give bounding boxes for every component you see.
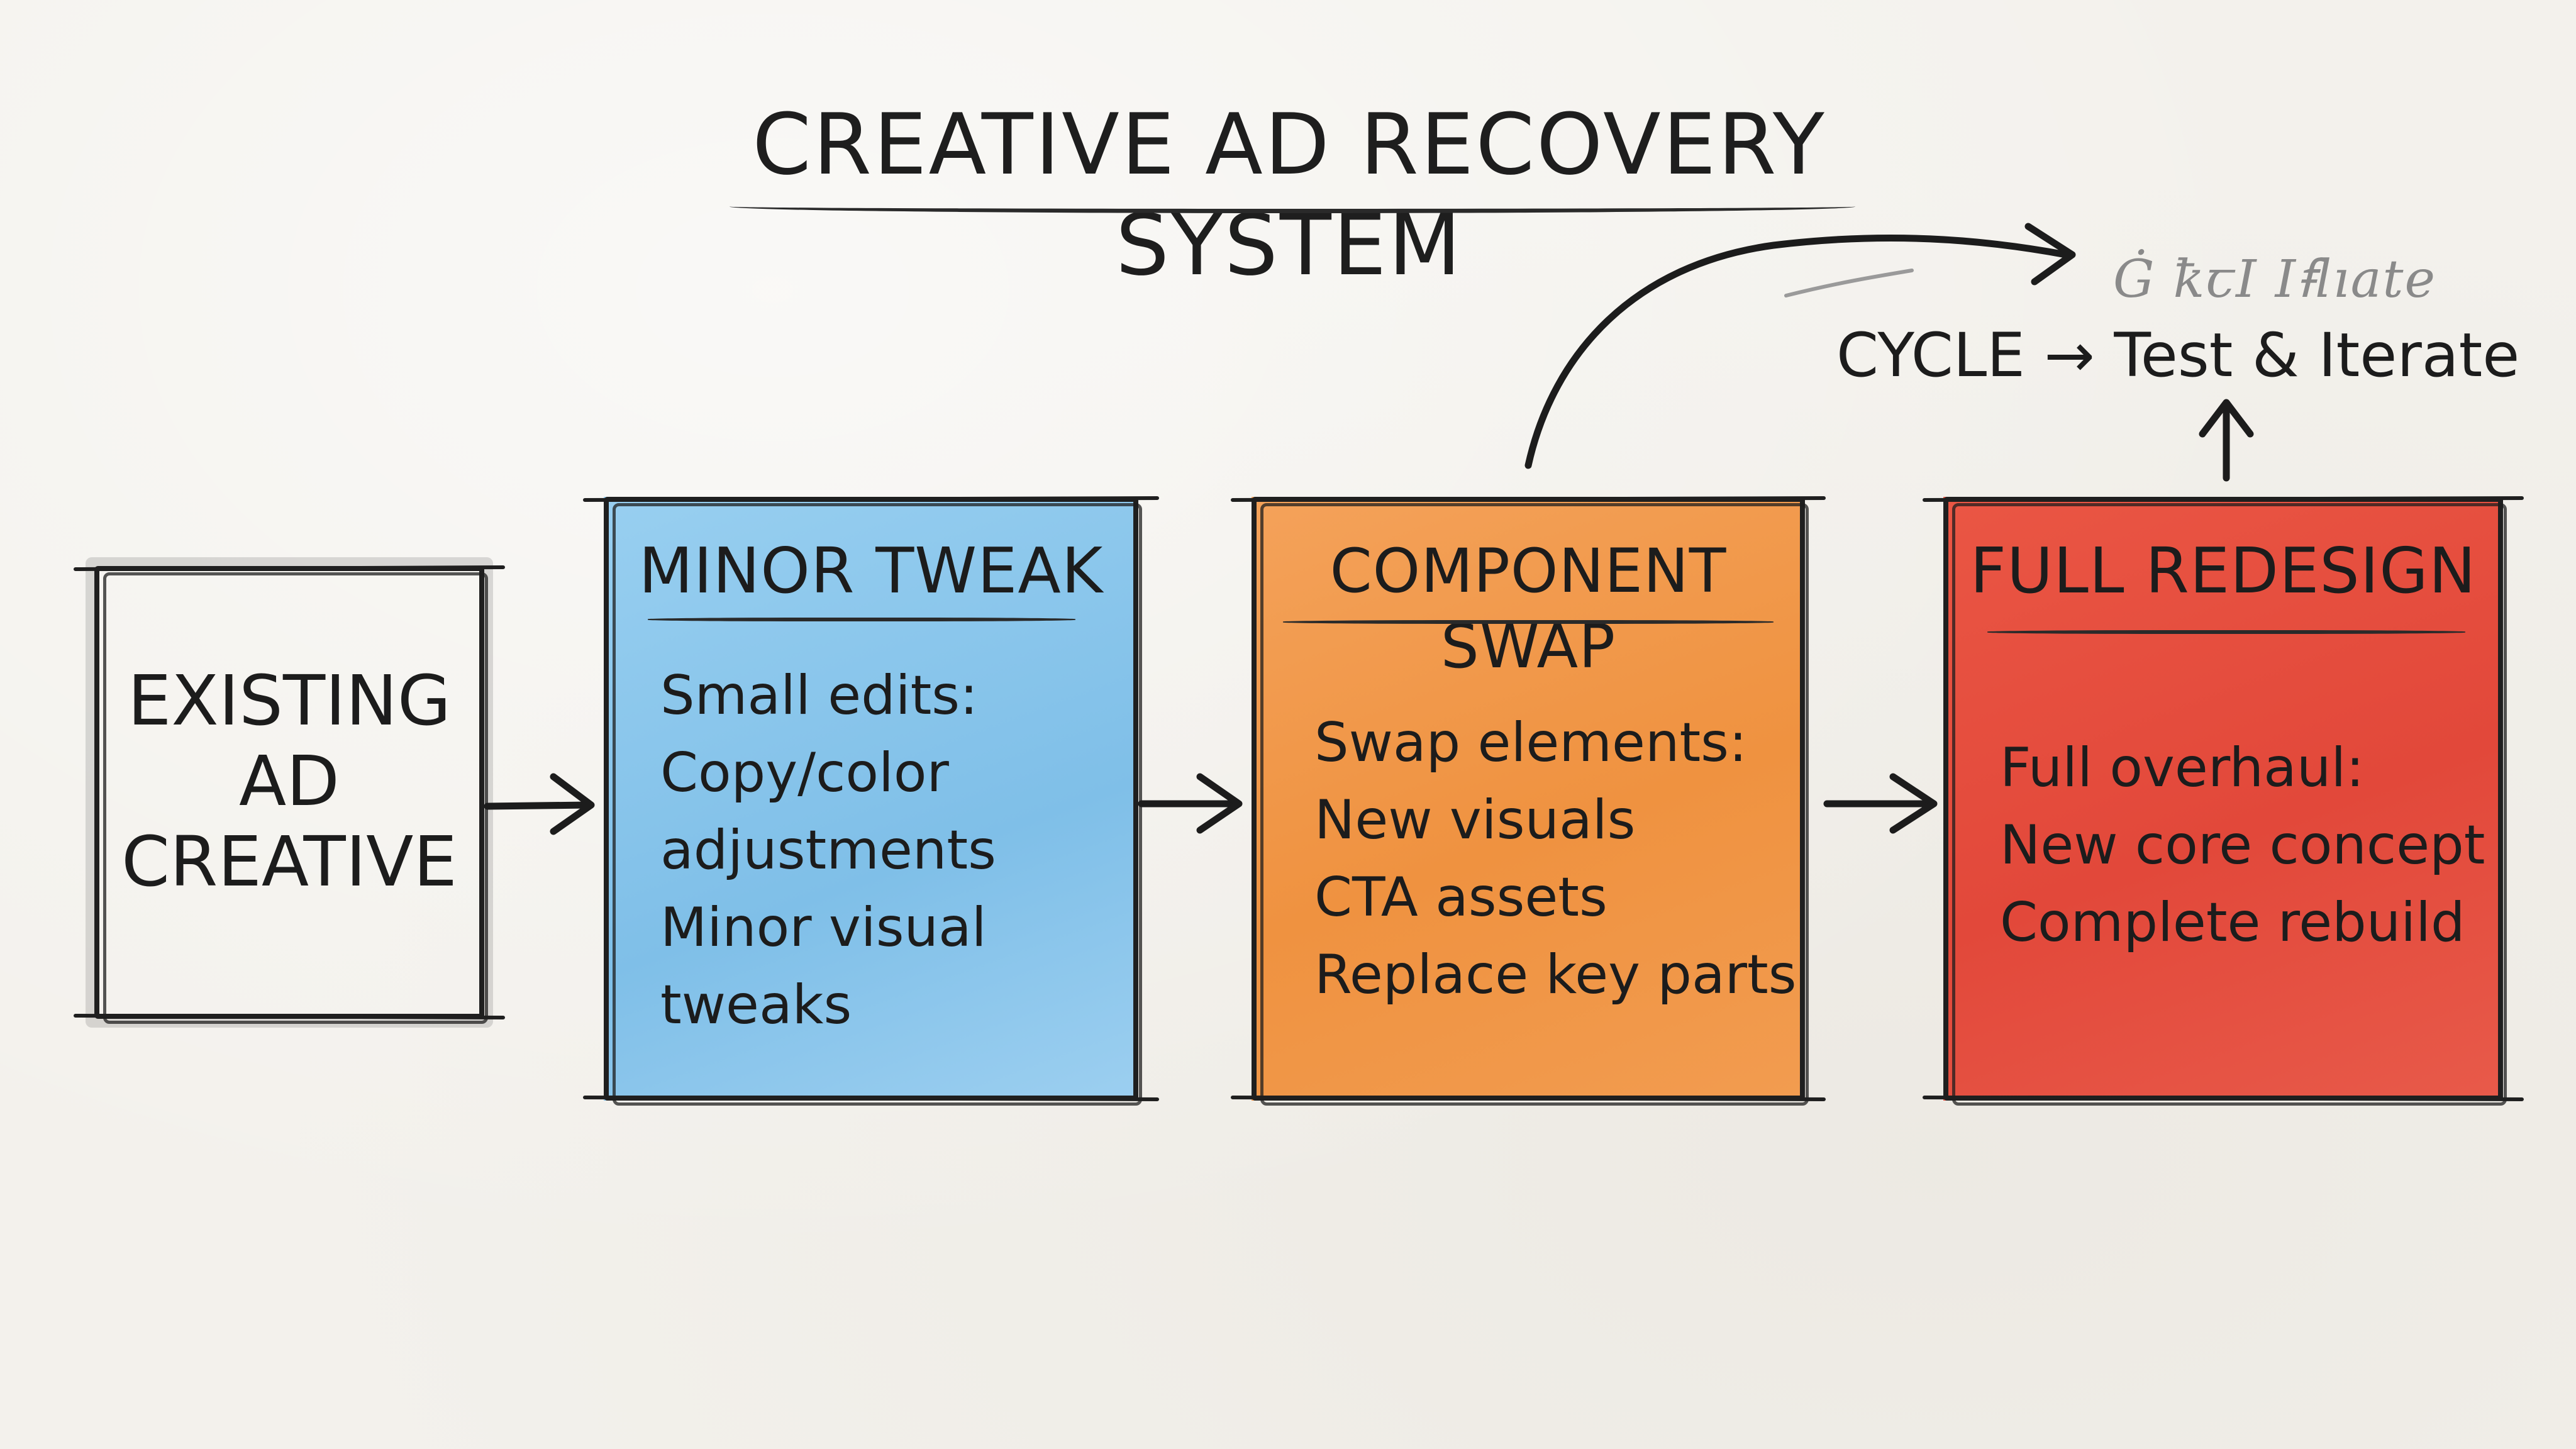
sketch-tick bbox=[583, 1096, 1159, 1101]
sketch-tick bbox=[1923, 1096, 2524, 1101]
full-redesign-box: FULL REDESIGN Full overhaul: New core co… bbox=[1943, 497, 2507, 1106]
component-box-fill bbox=[1252, 497, 1805, 1101]
existing-label-line: AD bbox=[239, 741, 340, 821]
full-body-line: Complete rebuild bbox=[2000, 891, 2465, 954]
arrow-curve-to-cycle-head bbox=[2024, 223, 2076, 286]
minor-box-heading: MINOR TWEAK bbox=[638, 534, 1104, 608]
full-box-body: Full overhaul: New core concept Complete… bbox=[2000, 730, 2485, 962]
arrow-full-to-cycle-head bbox=[2199, 399, 2254, 438]
faint-stroke bbox=[1784, 269, 1914, 297]
sketch-tick bbox=[1231, 496, 1826, 502]
component-box-sketch-frame bbox=[1260, 503, 1809, 1106]
component-box-body: Swap elements: New visuals CTA assets Re… bbox=[1314, 704, 1797, 1014]
minor-box-body: Small edits: Copy/color adjustments Mino… bbox=[660, 657, 1113, 1044]
sketch-tick bbox=[74, 1014, 505, 1019]
title-underline bbox=[730, 200, 1855, 213]
full-box-sketch-frame bbox=[1952, 503, 2507, 1106]
full-body-line: New core concept bbox=[2000, 814, 2485, 877]
component-body-line: Replace key parts bbox=[1314, 943, 1797, 1006]
sketch-tick bbox=[74, 565, 505, 571]
sketch-tick bbox=[1923, 496, 2524, 502]
component-body-line: New visuals bbox=[1314, 789, 1636, 852]
component-body-line: Swap elements: bbox=[1314, 711, 1747, 774]
full-box-heading: FULL REDESIGN bbox=[1970, 534, 2477, 608]
full-body-line: Full overhaul: bbox=[2000, 736, 2365, 799]
minor-body-line: adjustments bbox=[660, 819, 996, 882]
full-box-fill bbox=[1943, 497, 2503, 1101]
minor-body-line: Copy/color bbox=[660, 741, 949, 804]
existing-box-label: EXISTING AD CREATIVE bbox=[94, 660, 484, 902]
scribbled-text: Ġ ꝁꞇI Iꞙlıate bbox=[2113, 250, 2436, 309]
existing-label-line: CREATIVE bbox=[121, 821, 457, 902]
component-box-heading: COMPONENT SWAP bbox=[1330, 536, 1727, 682]
arrow-minor-to-component-head bbox=[1196, 773, 1243, 834]
cycle-label: CYCLE → Test & Iterate bbox=[1836, 320, 2520, 391]
arrow-component-to-full-head bbox=[1889, 773, 1938, 834]
sketch-tick bbox=[583, 496, 1159, 502]
component-heading-rule bbox=[1283, 620, 1774, 624]
arrow-existing-to-minor-head bbox=[550, 773, 595, 835]
full-heading-rule bbox=[1987, 630, 2465, 634]
minor-box-fill bbox=[604, 497, 1138, 1101]
existing-box-sketch-frame bbox=[103, 572, 488, 1024]
component-swap-box: COMPONENT SWAP Swap elements: New visual… bbox=[1252, 497, 1809, 1106]
arrow-curve-to-cycle bbox=[1524, 234, 2070, 469]
sketch-tick bbox=[1231, 1096, 1826, 1101]
component-body-line: CTA assets bbox=[1314, 866, 1607, 929]
existing-label-line: EXISTING bbox=[127, 660, 452, 741]
arrow-existing-to-minor bbox=[484, 801, 592, 810]
minor-tweak-box: MINOR TWEAK Small edits: Copy/color adju… bbox=[604, 497, 1142, 1106]
minor-body-line: tweaks bbox=[660, 974, 852, 1036]
minor-body-line: Minor visual bbox=[660, 896, 987, 959]
minor-body-line: Small edits: bbox=[660, 664, 979, 727]
minor-heading-rule bbox=[648, 618, 1075, 621]
